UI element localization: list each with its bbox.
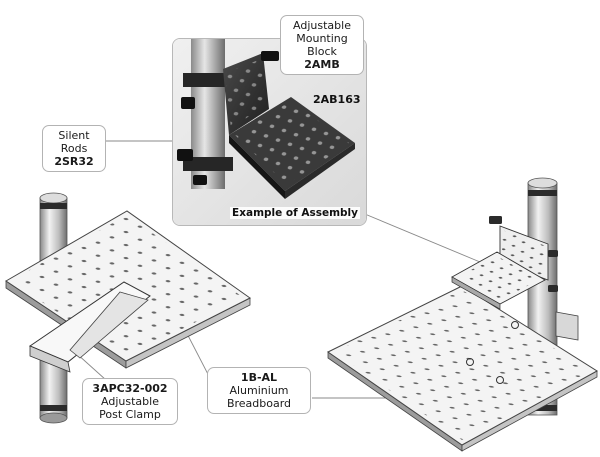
label-post-clamp-name-line2: Post Clamp xyxy=(99,408,161,421)
assembly-photo xyxy=(173,39,366,225)
label-breadboard-name-line1: Aluminium xyxy=(229,384,289,397)
right-assembly xyxy=(327,177,598,452)
assembly-caption: Example of Assembly xyxy=(230,207,360,219)
label-post-clamp-code: 3APC32-002 xyxy=(92,382,168,395)
label-mounting-block-name-line1: Adjustable xyxy=(293,19,351,32)
label-post-clamp-name-line1: Adjustable xyxy=(101,395,159,408)
plate-code-label: 2AB163 xyxy=(313,93,361,106)
left-assembly xyxy=(5,192,251,424)
label-mounting-block-name-line2: Mounting Block xyxy=(296,32,348,58)
label-mounting-block-code: 2AMB xyxy=(304,58,340,71)
label-silent-rods-name: Silent Rods xyxy=(58,129,90,155)
label-post-clamp: 3APC32-002 Adjustable Post Clamp xyxy=(82,378,178,425)
label-breadboard-code: 1B-AL xyxy=(240,371,278,384)
label-silent-rods: Silent Rods 2SR32 xyxy=(42,125,106,172)
label-adjustable-mounting-block: Adjustable Mounting Block 2AMB xyxy=(280,15,364,75)
assembly-photo-inset: 2AB163 Example of Assembly xyxy=(172,38,367,226)
label-silent-rods-code: 2SR32 xyxy=(54,155,94,168)
label-breadboard-name-line2: Breadboard xyxy=(226,397,292,410)
label-breadboard: 1B-AL Aluminium Breadboard xyxy=(207,367,311,414)
